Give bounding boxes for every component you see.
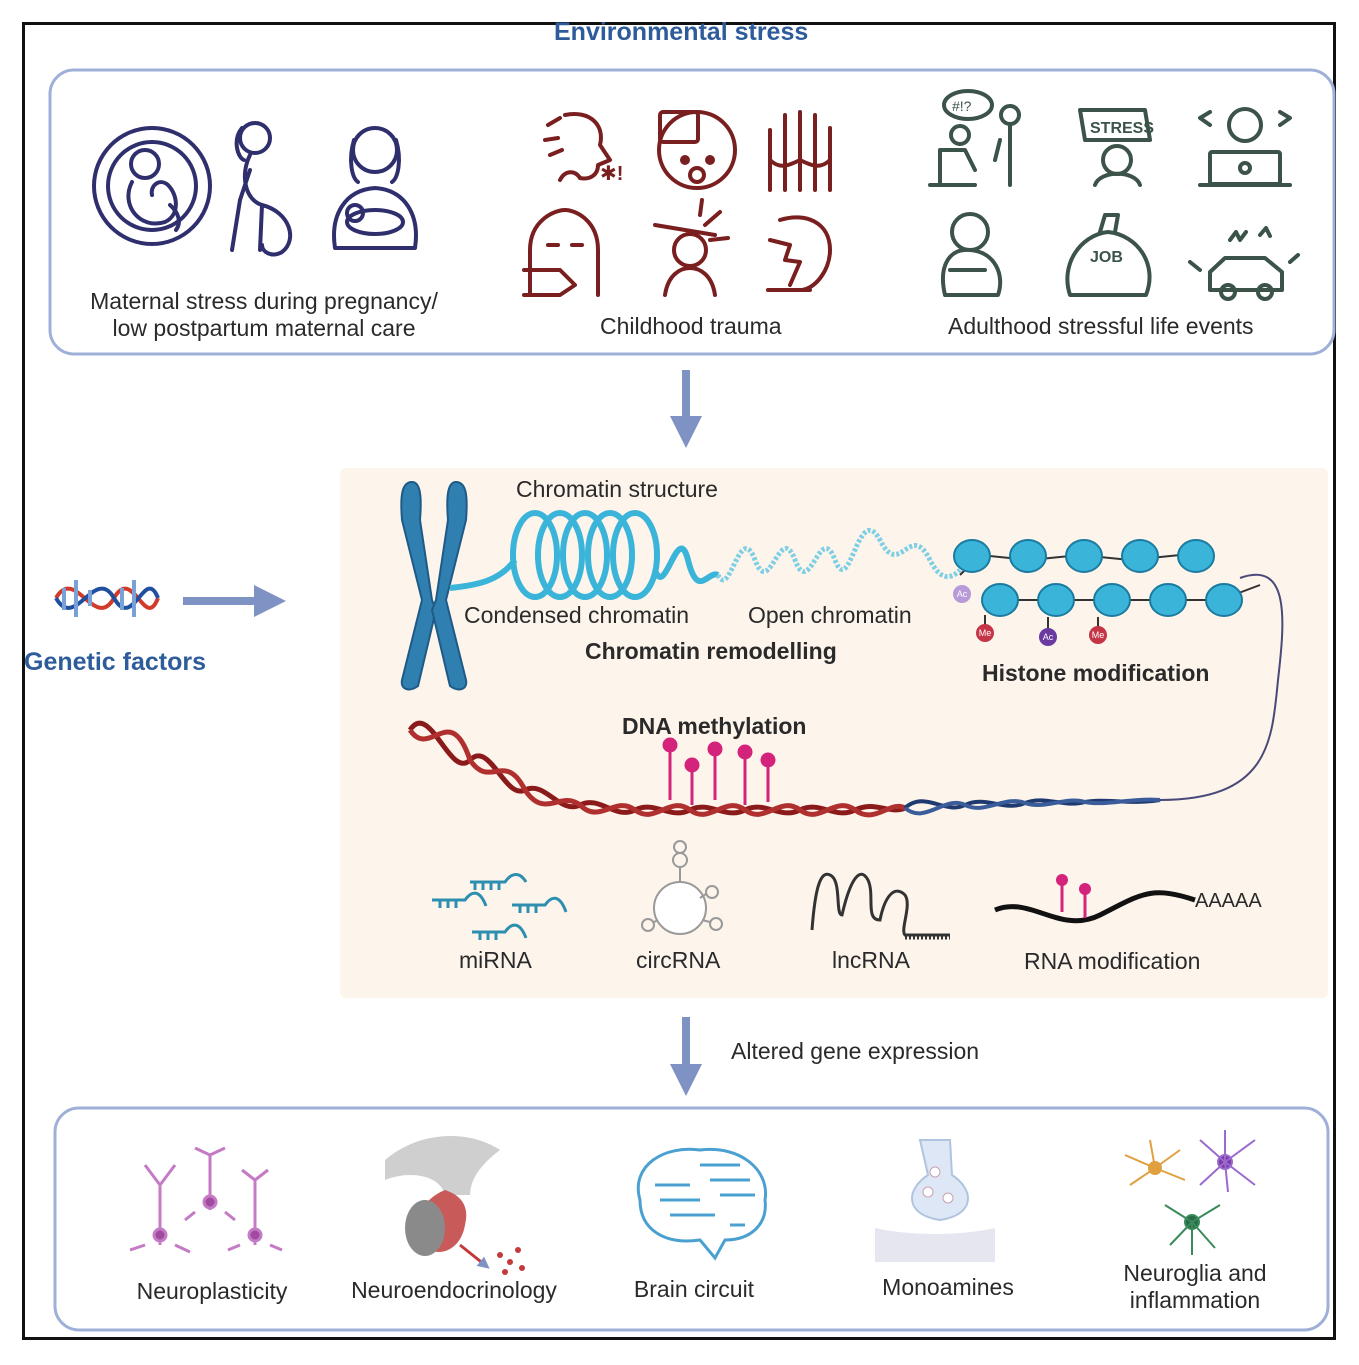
childhood-label: Childhood trauma: [600, 313, 782, 339]
mother-baby-icon: [332, 126, 418, 250]
outcome-neuroglia-line2: inflammation: [1129, 1287, 1261, 1313]
dna-helix-unmethylated: [903, 797, 1161, 816]
methyl-groups: [662, 737, 776, 805]
histone-mark-ac-1: [953, 585, 971, 603]
genetic-factors-label: Genetic factors: [24, 648, 207, 676]
condensed-chromatin-label: Condensed chromatin: [464, 602, 690, 628]
brain-circuit-icon: [636, 1147, 768, 1261]
rna-modification-icon: [994, 874, 1196, 924]
histone-marks: Ac Me Ac Me: [953, 585, 1107, 646]
chromatin-structure-label: Chromatin structure: [516, 476, 718, 502]
title: Environmental stress: [554, 18, 809, 46]
svg-text:Ac: Ac: [957, 589, 968, 599]
maternal-icons: [92, 121, 418, 257]
pituitary-icon: [385, 1136, 525, 1275]
outcome-neuroglia-line1: Neuroglia and: [1123, 1260, 1267, 1286]
shouting-face-icon: ✱!: [543, 112, 623, 185]
crying-child-icon: [657, 110, 737, 190]
svg-text:Ac: Ac: [1043, 632, 1054, 642]
fetus-icon: [92, 126, 212, 246]
figure-frame: [22, 22, 1336, 1340]
polya-tail-label: AAAAA: [1195, 890, 1262, 912]
open-chromatin-label: Open chromatin: [748, 602, 912, 628]
pregnant-woman-icon: [230, 121, 293, 257]
circrna-label: circRNA: [636, 947, 721, 973]
svg-text:Me: Me: [979, 628, 992, 638]
maternal-label-line1: Maternal stress during pregnancy/: [90, 288, 438, 314]
histone-mark-me-2: [1089, 626, 1107, 644]
outcome-brain-circuit-text: Brain circuit: [633, 1276, 755, 1302]
dna-helix-methylated: [407, 720, 907, 818]
outcome-monoamines: Monoamines: [858, 1274, 1038, 1301]
outcome-brain-circuit: Brain circuit: [604, 1276, 784, 1303]
job-sign-text: JOB: [1090, 249, 1123, 266]
job-bag-icon: JOB: [1065, 213, 1152, 297]
mirna-icon: [432, 873, 568, 940]
altered-expression-label: Altered gene expression: [731, 1038, 980, 1064]
svg-text:✱!: ✱!: [600, 163, 623, 185]
outcome-neuroplasticity: Neuroplasticity: [112, 1278, 312, 1305]
svg-text:Me: Me: [1092, 630, 1105, 640]
outcome-neuroendocrinology: Neuroendocrinology: [334, 1277, 574, 1304]
maternal-label: Maternal stress during pregnancy/ low po…: [72, 288, 456, 342]
computer-stress-icon: [1198, 107, 1292, 187]
lncrna-label: lncRNA: [832, 947, 910, 973]
svg-text:#!?: #!?: [952, 98, 972, 114]
covered-mouth-icon: [522, 208, 600, 297]
outcomes-panel: [53, 1106, 1330, 1332]
dna-methylation-label: DNA methylation: [622, 713, 807, 739]
stress-sign-text: STRESS: [1090, 120, 1154, 137]
histone-mark-me-1: [976, 624, 994, 642]
hands-covering-icon: [768, 110, 832, 192]
outcome-neuroplasticity-text: Neuroplasticity: [136, 1278, 288, 1304]
maternal-label-line2: low postpartum maternal care: [112, 315, 416, 341]
synapse-icon: [875, 1139, 995, 1262]
environmental-stress-panel: [48, 68, 1336, 356]
huddled-person-icon: [941, 212, 1003, 297]
neuron-icons: [129, 1146, 283, 1254]
glia-icons: [1124, 1130, 1256, 1255]
circrna-icon: [641, 840, 723, 935]
adulthood-label: Adulthood stressful life events: [948, 313, 1254, 339]
dna-icon: [54, 580, 160, 617]
stress-sign-icon: STRESS: [1078, 108, 1154, 187]
histone-mark-ac-2: [1039, 628, 1057, 646]
car-traffic-icon: [1188, 226, 1300, 301]
nucleosome-array: [953, 539, 1261, 617]
argument-icon: #!?: [928, 89, 1021, 187]
outcome-monoamines-text: Monoamines: [882, 1274, 1014, 1300]
mirna-label: miRNA: [459, 947, 532, 973]
chromosome-icon: [400, 480, 468, 691]
histone-modification-label: Histone modification: [982, 660, 1210, 686]
rna-modification-label: RNA modification: [1024, 948, 1201, 974]
linker-dna: [1159, 573, 1284, 801]
hit-child-icon: [653, 198, 730, 297]
open-chromatin-fiber: [715, 528, 962, 583]
outcome-neuroendocrinology-text: Neuroendocrinology: [351, 1277, 557, 1303]
chromatin-fiber: [449, 510, 720, 600]
outcome-neuroglia: Neuroglia and inflammation: [1100, 1260, 1290, 1314]
chromatin-remodelling-label: Chromatin remodelling: [585, 638, 837, 664]
lncrna-icon: [810, 872, 950, 940]
childhood-icons: ✱!: [522, 110, 832, 297]
adulthood-icons: #!? STRESS JOB: [928, 89, 1300, 301]
angry-adult-child-icon: [766, 215, 832, 292]
